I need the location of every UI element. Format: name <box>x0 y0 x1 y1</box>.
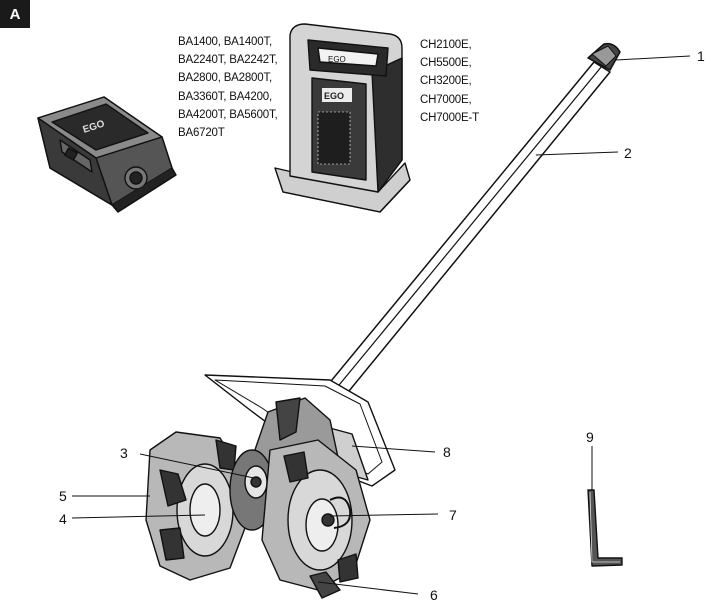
callout-6: 6 <box>430 587 438 603</box>
hex-key-illustration <box>587 489 623 567</box>
charger-model-line: CH7000E-T <box>420 111 479 124</box>
left-tines <box>145 431 249 581</box>
charger-model-line: CH7000E, <box>420 93 472 106</box>
figure-tag: A <box>0 0 30 28</box>
battery-pack-illustration: EGO <box>37 96 177 213</box>
battery-model-line: BA2240T, BA2242T, <box>178 54 278 67</box>
callout-2: 2 <box>624 145 632 161</box>
callout-9: 9 <box>586 429 594 445</box>
charger-model-line: CH5500E, <box>420 57 472 70</box>
callout-4: 4 <box>59 511 67 527</box>
svg-text:EGO: EGO <box>328 55 346 64</box>
tine-tip <box>309 571 341 599</box>
leader-lines <box>71 55 691 595</box>
battery-model-line: BA1400, BA1400T, <box>178 36 272 48</box>
hairpin-clip <box>321 496 352 529</box>
battery-model-line: BA4200T, BA5600T, <box>178 108 278 121</box>
callout-1: 1 <box>697 48 705 64</box>
charger-model-line: CH3200E, <box>420 75 472 88</box>
callout-3: 3 <box>120 445 128 461</box>
callout-7: 7 <box>449 507 457 523</box>
svg-text:EGO: EGO <box>324 91 344 101</box>
charger-model-list: CH2100E, CH5500E, CH3200E, CH7000E, CH70… <box>420 36 479 127</box>
right-tines <box>261 439 371 591</box>
callout-8: 8 <box>443 444 451 460</box>
battery-model-list: BA1400, BA1400T, BA2240T, BA2242T, BA280… <box>178 33 278 142</box>
battery-model-line: BA3360T, BA4200, <box>178 90 272 103</box>
battery-model-line: BA2800, BA2800T, <box>178 72 272 85</box>
callout-numbers: 1 2 3 4 5 6 7 8 9 <box>59 48 705 603</box>
charger-illustration: EGO EGO <box>274 23 411 213</box>
charger-model-line: CH2100E, <box>420 39 472 51</box>
callout-5: 5 <box>59 488 67 504</box>
tiller-head-illustration <box>145 374 396 599</box>
center-hub <box>229 449 275 531</box>
battery-model-line: BA6720T <box>178 127 225 140</box>
